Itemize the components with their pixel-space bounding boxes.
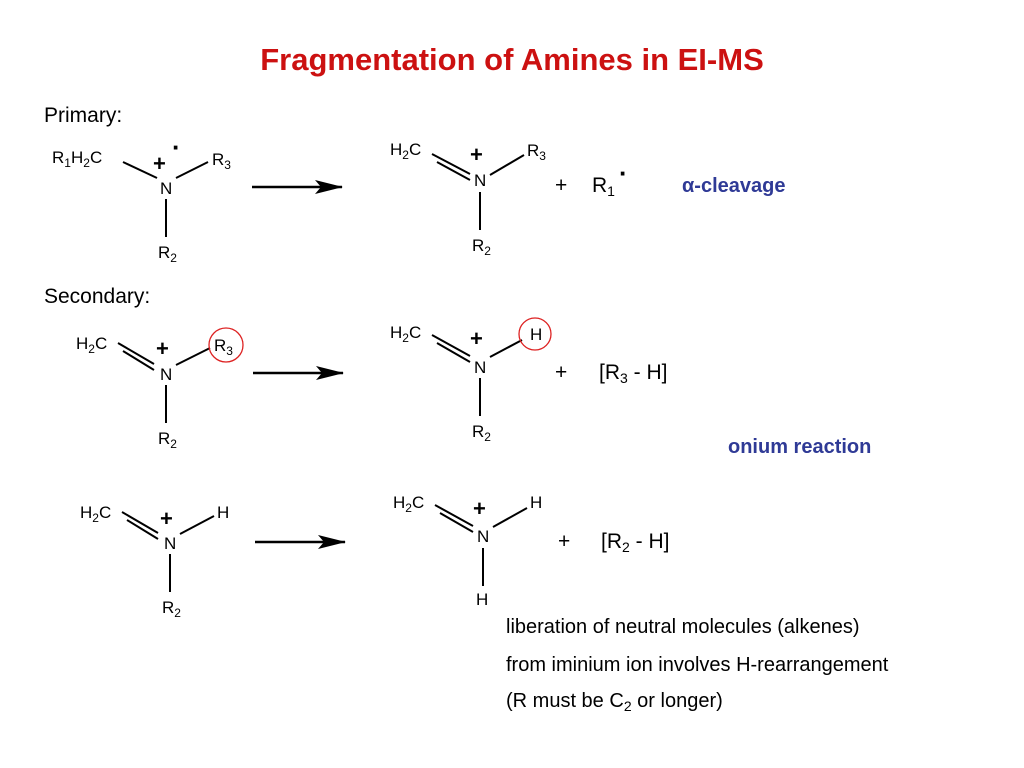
product1-n: N xyxy=(474,171,487,190)
positive-charge: + xyxy=(153,151,166,176)
bond xyxy=(431,334,471,357)
positive-charge: + xyxy=(470,326,483,351)
product2-h2c: H2C xyxy=(390,323,422,345)
bond xyxy=(492,507,528,528)
product3-h2c: H2C xyxy=(393,493,425,515)
highlight-circle xyxy=(208,327,244,363)
plus-sign: + xyxy=(558,530,571,553)
reactant2-h2c: H2C xyxy=(76,334,108,356)
bond xyxy=(431,153,471,175)
bond xyxy=(121,511,159,534)
reactant3-r2: R2 xyxy=(162,598,181,620)
plus-sign: + xyxy=(555,361,568,384)
radical-dot: · xyxy=(619,158,628,188)
positive-charge: + xyxy=(156,336,169,361)
product3-neutral-fragment: [R2 - H] xyxy=(601,530,670,555)
bond xyxy=(436,161,471,181)
product3-h-bottom: H xyxy=(476,590,489,609)
product3-n: N xyxy=(477,527,490,546)
reactant2-n: N xyxy=(160,365,173,384)
bond xyxy=(489,154,525,176)
product3-h: H xyxy=(530,493,543,512)
reactant2-r2: R2 xyxy=(158,429,177,451)
slide-title: Fragmentation of Amines in EI-MS xyxy=(260,42,764,77)
product2-n: N xyxy=(474,358,487,377)
product1-r3: R3 xyxy=(527,141,546,163)
bond xyxy=(439,512,474,533)
bond xyxy=(122,161,158,179)
bond xyxy=(179,515,215,535)
primary-label: Primary: xyxy=(44,104,123,127)
bond xyxy=(175,347,211,366)
product2-r2: R2 xyxy=(472,422,491,444)
bond xyxy=(117,342,155,365)
bond xyxy=(434,504,474,527)
bond xyxy=(122,350,155,371)
bond xyxy=(126,519,159,540)
reactant3-h2c: H2C xyxy=(80,503,112,525)
reactant2-r3: R3 xyxy=(214,336,233,358)
reactant1-n: N xyxy=(160,179,173,198)
product2-h: H xyxy=(530,325,543,344)
onium-reaction-label: onium reaction xyxy=(728,436,872,458)
product2-neutral-fragment: [R3 - H] xyxy=(599,361,668,386)
highlight-circle xyxy=(518,317,552,351)
product1-r2: R2 xyxy=(472,236,491,258)
secondary-label: Secondary: xyxy=(44,285,151,308)
reactant3-h: H xyxy=(217,503,230,522)
radical-dot: · xyxy=(172,132,181,162)
reactant1-r3: R3 xyxy=(212,150,231,172)
note-line-3: (R must be C2 or longer) xyxy=(506,690,723,714)
bond xyxy=(436,342,471,363)
plus-sign: + xyxy=(555,174,568,197)
positive-charge: + xyxy=(473,496,486,521)
bond xyxy=(489,339,523,358)
note-line-1: liberation of neutral molecules (alkenes… xyxy=(506,616,860,638)
bond xyxy=(175,161,209,179)
alpha-cleavage-label: α-cleavage xyxy=(682,175,786,197)
product1-h2c: H2C xyxy=(390,140,422,162)
positive-charge: + xyxy=(160,506,173,531)
positive-charge: + xyxy=(470,142,483,167)
reactant1-r1h2c: R1H2C xyxy=(52,148,103,170)
reactant1-r2: R2 xyxy=(158,243,177,265)
note-line-2: from iminium ion involves H-rearrangemen… xyxy=(506,654,889,676)
reactant3-n: N xyxy=(164,534,177,553)
product1-r1-radical: R1 xyxy=(592,174,615,199)
